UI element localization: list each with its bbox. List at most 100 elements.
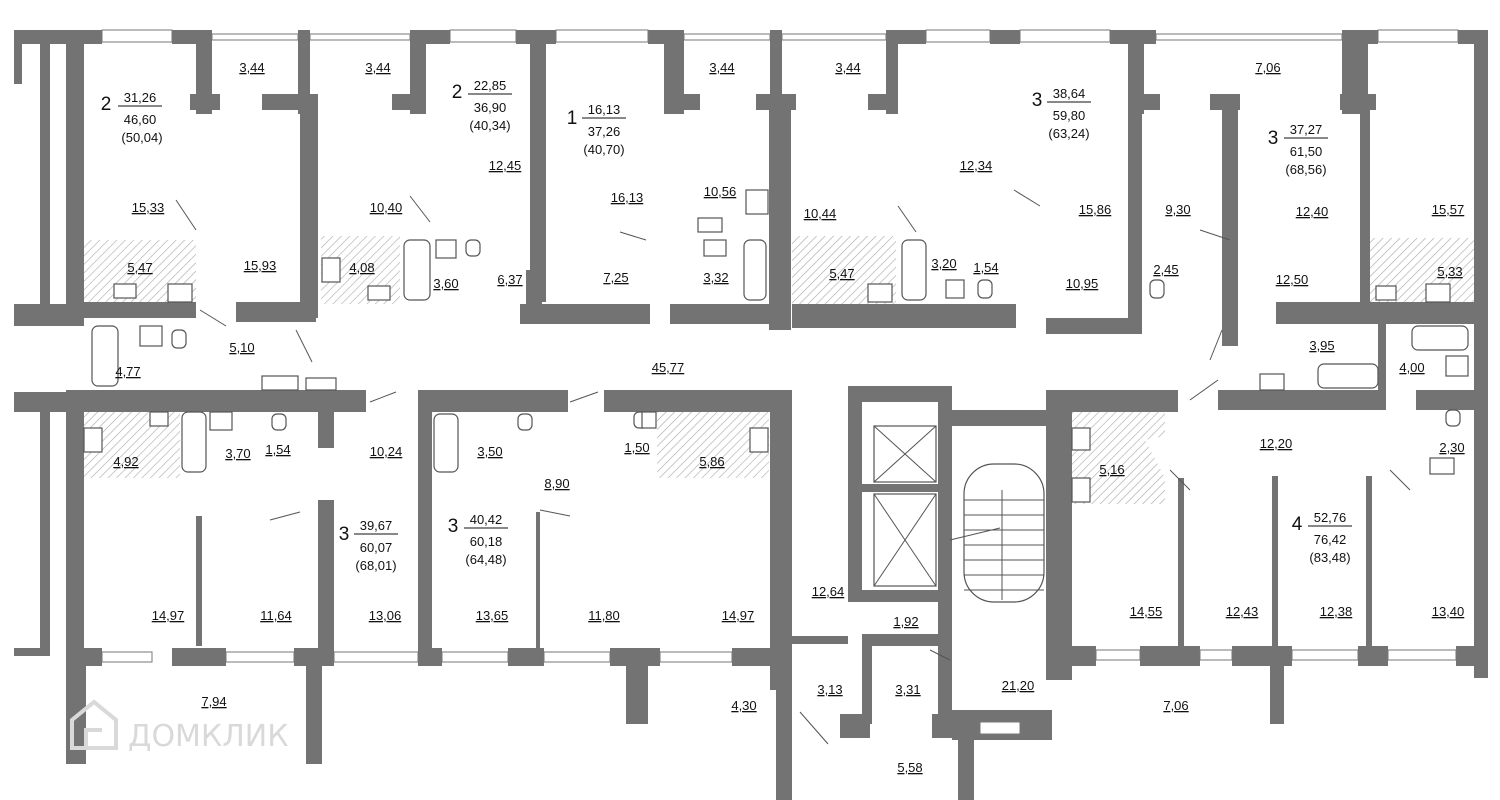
stairs-icon (963, 463, 1045, 603)
washbasin-icon (139, 325, 163, 347)
toilet-icon (977, 279, 993, 299)
apartment-total-area: 37,26 (588, 124, 621, 139)
room-area-label: 3,44 (709, 60, 734, 75)
room-area-label: 12,40 (1296, 204, 1329, 219)
washbasin-icon (435, 239, 457, 259)
apartment-summary: 4 52,76 76,42 (83,48) (1292, 510, 1352, 565)
room-area-label: 4,77 (115, 364, 140, 379)
room-area-label: 7,25 (603, 270, 628, 285)
apartment-area-with-balcony: (64,48) (465, 552, 506, 567)
washbasin-icon (305, 377, 337, 391)
room-labels: 3,44 3,44 3,44 3,44 7,06 15,33 15,93 10,… (113, 60, 1464, 775)
room-area-label: 1,92 (893, 614, 918, 629)
apartment-summary: 3 38,64 59,80 (63,24) (1032, 86, 1091, 141)
fixtures (83, 189, 1469, 503)
window (211, 33, 299, 41)
stove-icon (745, 189, 769, 215)
room-area-label: 12,64 (812, 584, 845, 599)
room-area-label: 3,44 (835, 60, 860, 75)
door-swing (175, 199, 197, 231)
room-area-label: 4,92 (113, 454, 138, 469)
room-area-label: 10,56 (704, 184, 737, 199)
room-area-label: 12,45 (489, 158, 522, 173)
apartment-room-count: 4 (1292, 514, 1303, 535)
apartment-summary: 2 31,26 46,60 (50,04) (101, 90, 163, 145)
apartment-summary: 3 37,27 61,50 (68,56) (1268, 122, 1328, 177)
watermark: ДОМКЛИК (70, 699, 289, 754)
door-swing (619, 231, 647, 241)
window (333, 651, 419, 663)
room-area-label: 3,60 (433, 276, 458, 291)
door-swing (1013, 189, 1041, 207)
room-area-label: 5,47 (127, 260, 152, 275)
washbasin-icon (261, 375, 299, 391)
washbasin-icon (1259, 373, 1285, 391)
door-swing (269, 511, 301, 521)
walls (14, 30, 1488, 800)
window (979, 721, 1021, 735)
bathtub-icon (901, 239, 927, 301)
window (659, 651, 733, 663)
room-area-label: 1,54 (973, 260, 998, 275)
window (1199, 649, 1233, 661)
apartment-room-count: 2 (452, 82, 463, 103)
room-area-label: 13,40 (1432, 604, 1465, 619)
apartment-total-area: 46,60 (124, 112, 157, 127)
apartment-total-area: 59,80 (1053, 108, 1086, 123)
sink-icon (1071, 427, 1091, 451)
room-area-label: 7,06 (1255, 60, 1280, 75)
room-area-label: 14,55 (1130, 604, 1163, 619)
window (1377, 29, 1459, 43)
door-swing (897, 205, 917, 233)
room-area-label: 10,44 (804, 206, 837, 221)
apartment-room-count: 2 (101, 94, 112, 115)
room-area-label: 3,70 (225, 446, 250, 461)
window (101, 651, 153, 663)
room-area-label: 15,33 (132, 200, 165, 215)
apartment-summary: 3 40,42 60,18 (64,48) (448, 512, 508, 567)
apartment-living-area: 39,67 (360, 518, 393, 533)
room-area-label: 5,33 (1437, 264, 1462, 279)
window (1155, 33, 1343, 41)
stove-icon (1071, 477, 1091, 503)
room-area-label: 5,58 (897, 760, 922, 775)
room-area-label: 4,30 (731, 698, 756, 713)
bathtub-icon (91, 325, 119, 387)
room-area-label: 4,00 (1399, 360, 1424, 375)
door-swing (369, 391, 397, 403)
window (683, 33, 771, 41)
window (1019, 29, 1111, 43)
window (1095, 649, 1141, 661)
room-area-label: 12,20 (1260, 436, 1293, 451)
stove-icon (867, 283, 893, 303)
room-area-label: 9,30 (1165, 202, 1190, 217)
room-area-label: 15,93 (244, 258, 277, 273)
stove-icon (83, 427, 103, 453)
apartment-area-with-balcony: (40,70) (583, 142, 624, 157)
bathtub-icon (1411, 325, 1469, 351)
room-area-label: 5,47 (829, 266, 854, 281)
room-area-label: 21,20 (1002, 678, 1035, 693)
apartment-living-area: 37,27 (1290, 122, 1323, 137)
stair-core (873, 425, 1045, 603)
apartment-summaries: 2 31,26 46,60 (50,04) 2 22,85 36,90 (40,… (101, 78, 1352, 573)
apartment-living-area: 31,26 (124, 90, 157, 105)
room-area-label: 5,86 (699, 454, 724, 469)
room-area-label: 3,44 (239, 60, 264, 75)
apartment-living-area: 38,64 (1053, 86, 1086, 101)
door-swing (295, 329, 313, 363)
door-swing (1389, 469, 1411, 491)
door-swing (199, 309, 227, 327)
apartment-area-with-balcony: (68,01) (355, 558, 396, 573)
apartment-total-area: 36,90 (474, 100, 507, 115)
door-swing (1199, 229, 1231, 241)
window (441, 651, 509, 663)
room-area-label: 3,20 (931, 256, 956, 271)
apartment-room-count: 3 (1032, 90, 1043, 111)
room-area-label: 11,80 (588, 608, 620, 623)
apartment-summary: 1 16,13 37,26 (40,70) (567, 102, 626, 157)
apartment-area-with-balcony: (50,04) (121, 130, 162, 145)
apartment-living-area: 16,13 (588, 102, 621, 117)
bathtub-icon (1317, 363, 1379, 389)
stove-icon (749, 427, 769, 453)
